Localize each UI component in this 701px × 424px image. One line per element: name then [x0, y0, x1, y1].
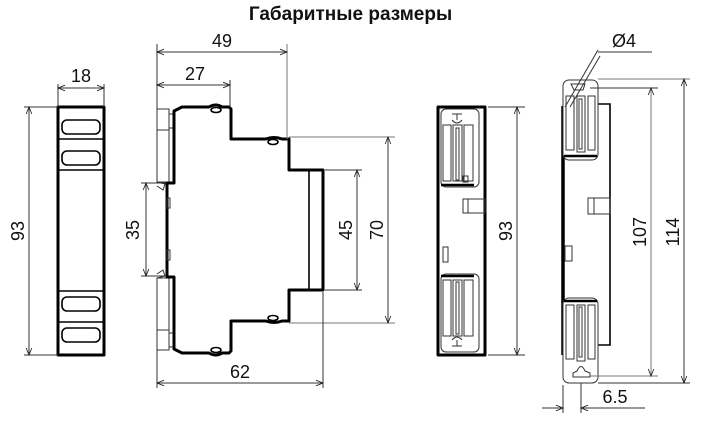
- side-rail-label: 35: [123, 220, 143, 240]
- side-view: 49 27 35 45 70 62: [123, 31, 395, 388]
- front-slot-2: [61, 150, 101, 166]
- front-slot-4: [61, 327, 101, 343]
- side-front-width-label: 27: [185, 64, 205, 84]
- side-front-height-label: 45: [336, 220, 356, 240]
- front-view: 18 93: [8, 66, 106, 357]
- back-view: 93: [436, 105, 525, 357]
- mount-offset-label: 6.5: [602, 387, 627, 407]
- front-width-label: 18: [71, 66, 91, 86]
- page-title: Габаритные размеры: [248, 4, 453, 25]
- side-total-width-label: 49: [212, 31, 232, 51]
- mount-hole-label: Ø4: [612, 31, 636, 51]
- front-slot-1: [61, 119, 101, 135]
- front-height-label: 93: [8, 221, 28, 241]
- front-slot-3: [61, 296, 101, 312]
- side-step-height-label: 70: [367, 220, 387, 240]
- side-depth-label: 62: [230, 362, 250, 382]
- back-height-label: 93: [496, 221, 516, 241]
- mount-hole-pitch-label: 107: [630, 217, 650, 247]
- mount-total-height-label: 114: [663, 218, 683, 247]
- mount-view: Ø4 107 114 6.5: [542, 31, 690, 413]
